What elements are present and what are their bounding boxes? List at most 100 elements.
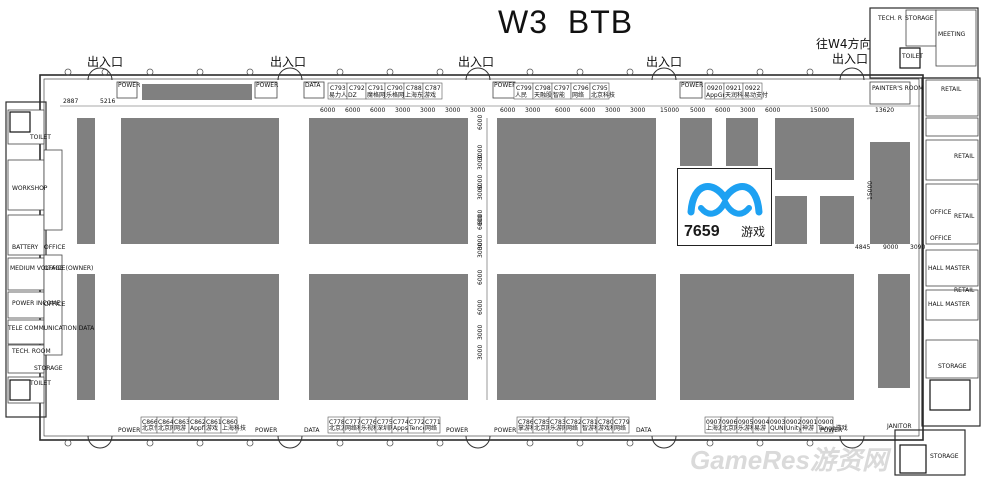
column-markers — [64, 68, 814, 447]
svg-text:C787: C787 — [425, 85, 441, 92]
dim-2887: 2887 — [63, 98, 78, 105]
storage-label-right: STORAGE — [938, 363, 967, 370]
dim-top-6: 3000 — [470, 107, 485, 114]
block-b5 — [878, 274, 910, 388]
svg-text:0904: 0904 — [754, 419, 769, 426]
svg-text:易力人网络: 易力人网络 — [329, 91, 359, 99]
svg-text:C788: C788 — [406, 85, 422, 92]
dim-top-15: 6000 — [715, 107, 730, 114]
svg-text:0922: 0922 — [745, 85, 760, 92]
svg-text:C786: C786 — [518, 419, 534, 426]
svg-text:乐游网络: 乐游网络 — [550, 424, 574, 432]
exit-label-3: 出入口 — [458, 55, 495, 69]
svg-text:C791: C791 — [368, 85, 384, 92]
dim-top-18: 15000 — [810, 107, 829, 114]
data-label-b1: DATA — [304, 427, 320, 434]
block-a1 — [121, 118, 279, 244]
svg-text:魔格网络: 魔格网络 — [367, 91, 391, 99]
svg-text:0902: 0902 — [786, 419, 801, 426]
janitor-label: JANITOR — [886, 423, 912, 430]
dim-vert-12: 3000 — [477, 235, 484, 250]
svg-text:C860: C860 — [222, 419, 238, 426]
block-a4-1 — [680, 118, 712, 166]
block-a7 — [820, 196, 854, 244]
tech-room-label: TECH. ROOM — [11, 348, 51, 355]
hall-master-label-1: HALL MASTER — [928, 265, 970, 272]
svg-text:C778: C778 — [329, 419, 345, 426]
walls — [5, 7, 981, 476]
block-a4-2 — [726, 118, 758, 166]
block-b3 — [497, 274, 656, 400]
retail-label-3: RETAIL — [954, 213, 975, 220]
svg-text:C785: C785 — [534, 419, 550, 426]
hall-outer-wall — [39, 74, 924, 441]
block-a3 — [497, 118, 656, 244]
svg-text:C781: C781 — [582, 419, 598, 426]
svg-text:C774: C774 — [393, 419, 409, 426]
svg-text:C779: C779 — [614, 419, 630, 426]
storage-label-top: STORAGE — [905, 15, 934, 22]
dim-3090: 3090 — [910, 244, 925, 251]
meeting-label: MEETING — [938, 31, 966, 38]
top-wall-rooms — [116, 81, 911, 105]
booth-strip-bottom: C866北京传媒C864北京网络C863网游C862AppflameC861游戏… — [140, 416, 848, 434]
data-label-1: DATA — [305, 82, 321, 89]
svg-text:智游科技: 智游科技 — [582, 424, 606, 432]
data-label-b2: DATA — [636, 427, 652, 434]
top-right-annex — [869, 7, 979, 79]
svg-text:Appsfly: Appsfly — [393, 425, 416, 432]
svg-text:C863: C863 — [174, 419, 190, 426]
svg-text:易动支付: 易动支付 — [744, 91, 768, 99]
block-left-1 — [77, 118, 95, 244]
left-annex-rooms — [7, 109, 63, 404]
svg-text:上海科技: 上海科技 — [222, 424, 246, 432]
tech-room-label-top: TECH. R — [877, 15, 902, 22]
block-top-strip — [142, 84, 252, 100]
door-swings-top — [87, 67, 865, 81]
svg-text:C772: C772 — [409, 419, 425, 426]
dim-5216: 5216 — [100, 98, 115, 105]
dimension-labels-vertical: 3000600060003000600060003000300060003000… — [477, 115, 484, 360]
svg-text:神游: 神游 — [802, 424, 814, 432]
svg-text:乐视科技: 乐视科技 — [361, 424, 385, 432]
svg-text:C790: C790 — [387, 85, 403, 92]
7659-logo-card: 7659 游戏 — [677, 168, 772, 246]
hall-title: W3 BTB — [498, 4, 634, 40]
telecom-label: TELE COMMUNICATION DATA — [7, 325, 95, 332]
block-b1 — [121, 274, 279, 400]
svg-text:C782: C782 — [566, 419, 582, 426]
office-label-right-1: OFFICE — [930, 209, 952, 216]
left-annex-labels: TOILET WORKSHOP BATTERY MEDIUM VOLTAGE (… — [7, 134, 95, 387]
svg-text:Tencent: Tencent — [408, 425, 433, 432]
svg-text:北京网络: 北京网络 — [534, 424, 558, 432]
svg-text:游戏: 游戏 — [424, 91, 436, 99]
dim-vert-5: 6000 — [477, 300, 484, 315]
svg-text:网络: 网络 — [614, 424, 626, 432]
svg-text:C795: C795 — [592, 85, 608, 92]
svg-text:C861: C861 — [206, 419, 222, 426]
bottom-right-annex — [894, 429, 966, 476]
medium-voltage-label: MEDIUM VOLTAGE (OWNER) — [10, 265, 93, 272]
svg-text:C793: C793 — [330, 85, 346, 92]
dim-top-13: 15000 — [660, 107, 679, 114]
top-wall-labels: POWER POWER DATA POWER POWER PAINTER'S R… — [118, 82, 923, 92]
svg-text:0907: 0907 — [706, 419, 721, 426]
dim-top-9: 6000 — [555, 107, 570, 114]
svg-text:Tango游戏: Tango游戏 — [817, 424, 848, 432]
toilet-label-top: TOILET — [901, 53, 923, 60]
svg-text:C796: C796 — [573, 85, 589, 92]
svg-text:网络: 网络 — [572, 91, 584, 99]
